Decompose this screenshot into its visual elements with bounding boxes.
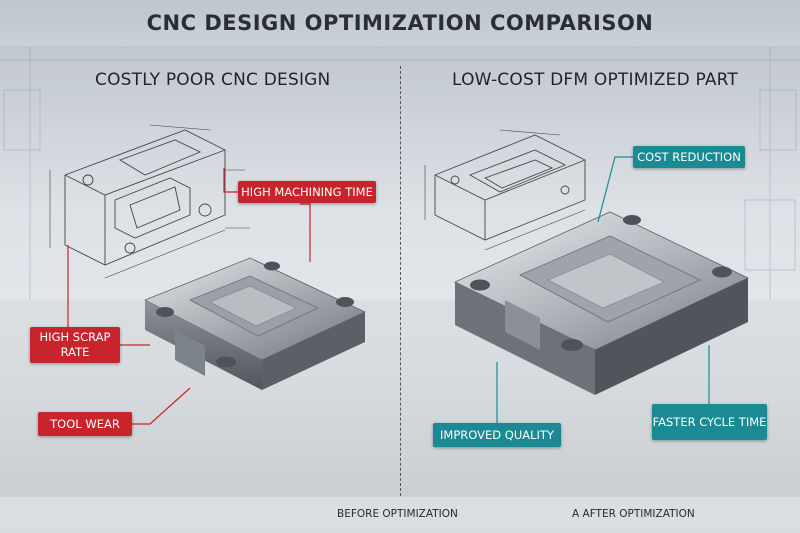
heading-before: COSTLY POOR CNC DESIGN — [95, 70, 331, 90]
poor-part-render — [144, 257, 366, 390]
callout-high-scrap-rate: HIGH SCRAP RATE — [30, 327, 120, 363]
footer-after-label: A AFTER OPTIMIZATION — [572, 508, 695, 520]
optimized-part-wireframe — [424, 129, 586, 251]
callout-faster-cycle-time: FASTER CYCLE TIME — [652, 404, 767, 440]
poor-part-wireframe — [49, 124, 250, 279]
page-title: CNC DESIGN OPTIMIZATION COMPARISON — [146, 11, 654, 35]
footer-strip — [0, 497, 800, 533]
optimized-part-render — [454, 211, 749, 395]
callout-improved-quality: IMPROVED QUALITY — [433, 423, 561, 447]
callout-cost-reduction: COST REDUCTION — [633, 146, 745, 168]
footer-before-label: BEFORE OPTIMIZATION — [337, 508, 458, 520]
callout-tool-wear: TOOL WEAR — [38, 412, 132, 436]
center-divider — [400, 66, 401, 496]
heading-after: LOW-COST DFM OPTIMIZED PART — [452, 70, 739, 90]
title-banner: CNC DESIGN OPTIMIZATION COMPARISON — [0, 0, 800, 46]
callout-high-machining-time: HIGH MACHINING TIME — [238, 181, 376, 203]
